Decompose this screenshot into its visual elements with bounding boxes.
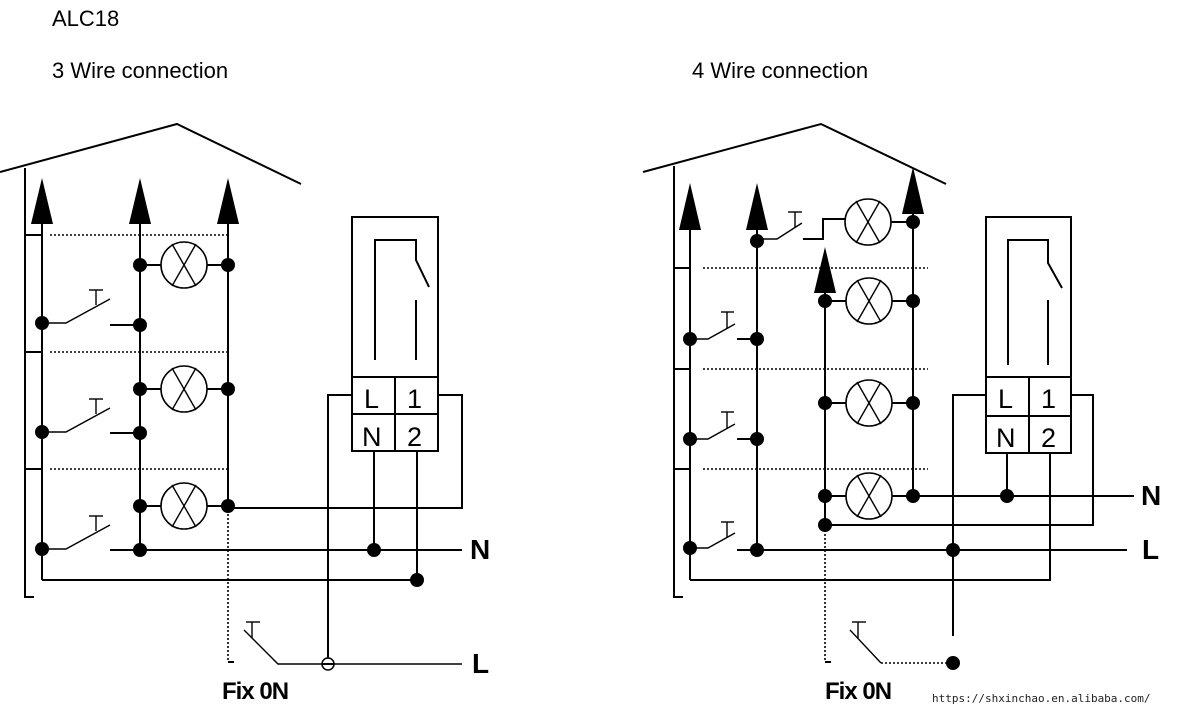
neutral-label: N <box>1141 480 1162 511</box>
fix-on-label: Fix 0N <box>222 678 289 705</box>
lamp-3 <box>133 482 235 530</box>
push-switch-1 <box>35 289 147 332</box>
push-switch-3 <box>683 521 764 557</box>
terminal-2: 2 <box>407 422 422 452</box>
watermark-url: https://shxinchao.en.alibaba.com/ <box>932 692 1151 705</box>
three-wire-diagram <box>0 122 463 671</box>
terminal-1: 1 <box>1041 384 1056 414</box>
lamp-1 <box>133 241 235 289</box>
lamp-2 <box>818 277 920 325</box>
lamp-2 <box>133 365 235 413</box>
fix-on-label: Fix 0N <box>825 678 892 705</box>
house-wall <box>24 168 34 598</box>
lamp-3 <box>818 379 920 427</box>
four-wire-heading: 4 Wire connection <box>692 58 869 83</box>
up-arrow-icon <box>31 178 53 224</box>
terminal-N: N <box>996 423 1016 453</box>
house-wall <box>673 166 683 598</box>
push-switch-2 <box>35 398 147 440</box>
terminal-L: L <box>998 384 1013 414</box>
house-roof <box>0 122 302 185</box>
up-arrow-icon <box>814 247 836 293</box>
terminal-N: N <box>362 422 382 452</box>
product-title: ALC18 <box>52 6 120 31</box>
terminal-2: 2 <box>1041 423 1056 453</box>
up-arrow-icon <box>217 178 239 224</box>
up-arrow-icon <box>902 167 924 214</box>
up-arrow-icon <box>746 183 768 230</box>
up-arrow-icon <box>679 183 701 230</box>
push-switch-2 <box>683 411 764 446</box>
neutral-label: N <box>470 534 491 565</box>
lamp-top <box>750 198 920 248</box>
alc18-device <box>985 216 1072 454</box>
live-label: L <box>1142 534 1160 565</box>
four-wire-diagram <box>642 122 1134 670</box>
up-arrow-icon <box>129 178 151 224</box>
live-label: L <box>472 648 490 679</box>
terminal-1: 1 <box>407 384 422 414</box>
push-switch-3 <box>35 515 147 557</box>
three-wire-heading: 3 Wire connection <box>52 58 229 83</box>
terminal-L: L <box>364 384 379 414</box>
push-switch-1 <box>683 311 764 346</box>
alc18-device <box>351 216 439 452</box>
house-roof <box>642 122 947 185</box>
floor-dividers <box>674 267 928 470</box>
lamp-4 <box>818 472 920 520</box>
